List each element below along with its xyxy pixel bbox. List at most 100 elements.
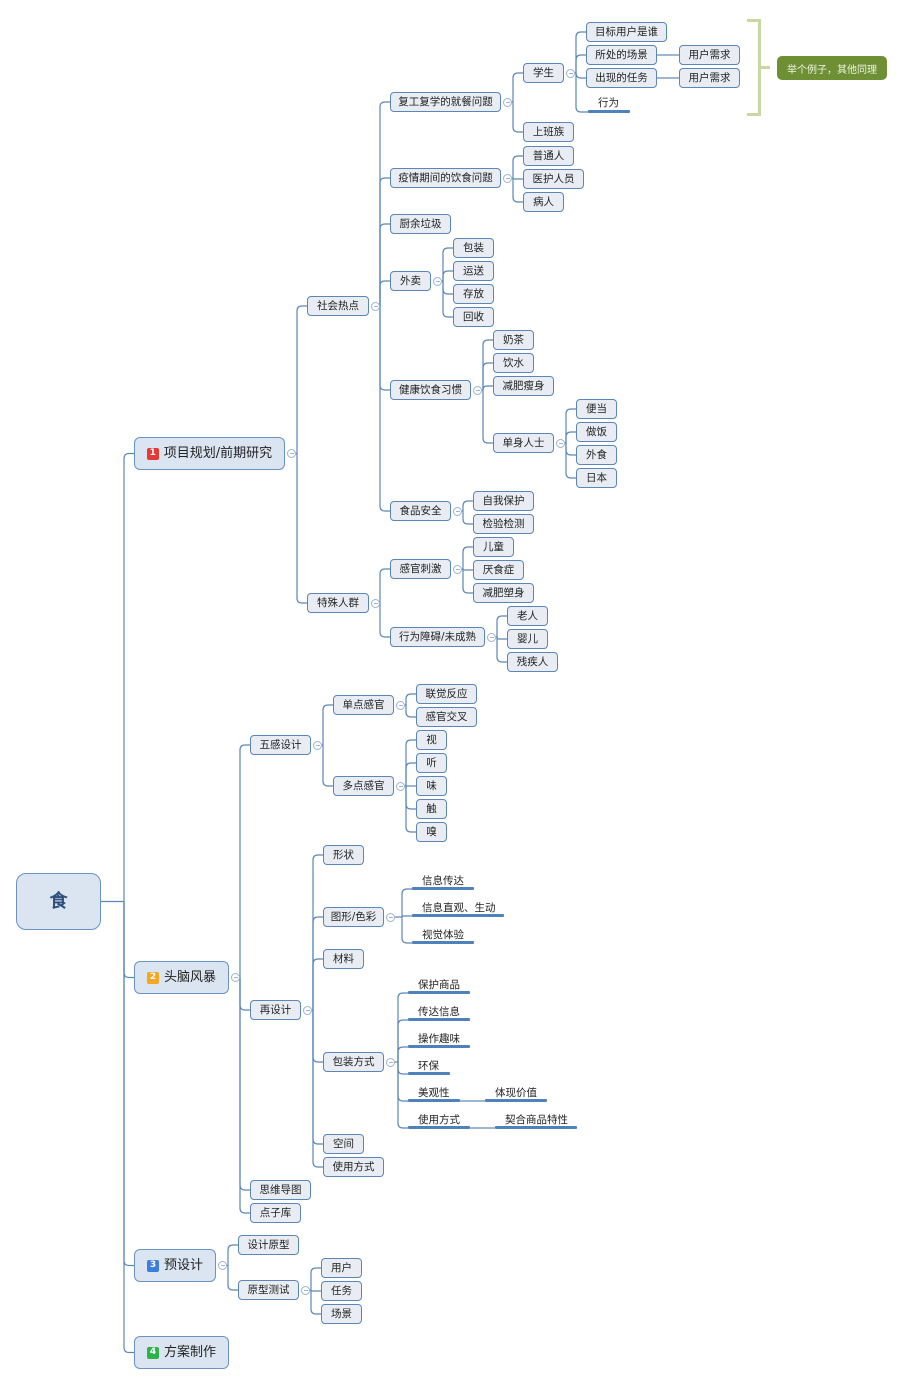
node-fit-goods[interactable]: 契合商品特性 bbox=[495, 1113, 577, 1129]
root-node[interactable]: 食 bbox=[16, 873, 101, 930]
node-info-vivid[interactable]: 信息直观、生动 bbox=[412, 901, 504, 917]
collapse-toggle-icon[interactable] bbox=[556, 438, 565, 448]
node-epidemic-diet[interactable]: 疫情期间的饮食问题 bbox=[390, 168, 501, 188]
node-space[interactable]: 空间 bbox=[323, 1134, 364, 1154]
node-food-safety[interactable]: 食品安全 bbox=[390, 501, 451, 521]
collapse-toggle-icon[interactable] bbox=[303, 1005, 312, 1015]
collapse-toggle-icon[interactable] bbox=[386, 1057, 395, 1067]
node-shape[interactable]: 形状 bbox=[323, 845, 364, 865]
collapse-toggle-icon[interactable] bbox=[566, 68, 575, 78]
node-storage[interactable]: 存放 bbox=[453, 284, 494, 304]
node-medical-staff[interactable]: 医护人员 bbox=[523, 169, 584, 189]
node-eco[interactable]: 环保 bbox=[408, 1059, 450, 1075]
collapse-toggle-icon[interactable] bbox=[433, 276, 442, 286]
node-return-dining[interactable]: 复工复学的就餐问题 bbox=[390, 92, 501, 112]
node-graphic-color[interactable]: 图形/色彩 bbox=[323, 907, 384, 927]
node-healthy-habits[interactable]: 健康饮食习惯 bbox=[390, 380, 471, 400]
node-design-prototype[interactable]: 设计原型 bbox=[238, 1235, 299, 1255]
node-visual-experience[interactable]: 视觉体验 bbox=[412, 928, 474, 944]
node-info-transmit[interactable]: 信息传达 bbox=[412, 874, 474, 890]
collapse-toggle-icon[interactable] bbox=[371, 598, 380, 608]
collapse-toggle-icon[interactable] bbox=[371, 301, 380, 311]
node-test-user[interactable]: 用户 bbox=[321, 1258, 362, 1278]
node-synesthesia[interactable]: 联觉反应 bbox=[416, 684, 477, 704]
node-prototype-testing[interactable]: 原型测试 bbox=[238, 1280, 299, 1300]
node-five-senses[interactable]: 五感设计 bbox=[250, 735, 311, 755]
node-idea-bank[interactable]: 点子库 bbox=[250, 1203, 301, 1223]
node-cooking[interactable]: 做饭 bbox=[576, 422, 617, 442]
node-packaging[interactable]: 包装 bbox=[453, 238, 494, 258]
collapse-toggle-icon[interactable] bbox=[313, 740, 322, 750]
node-delivery[interactable]: 运送 bbox=[453, 261, 494, 281]
collapse-toggle-icon[interactable] bbox=[301, 1285, 310, 1295]
node-aesthetics[interactable]: 美观性 bbox=[408, 1086, 460, 1102]
collapse-toggle-icon[interactable] bbox=[453, 506, 462, 516]
node-recycle[interactable]: 回收 bbox=[453, 307, 494, 327]
collapse-toggle-icon[interactable] bbox=[453, 564, 462, 574]
collapse-toggle-icon[interactable] bbox=[218, 1261, 227, 1270]
node-user-need[interactable]: 用户需求 bbox=[679, 45, 740, 65]
node-special-groups[interactable]: 特殊人群 bbox=[307, 593, 369, 613]
node-student[interactable]: 学生 bbox=[523, 63, 564, 83]
node-bento[interactable]: 便当 bbox=[576, 399, 617, 419]
node-taste[interactable]: 味 bbox=[416, 776, 447, 796]
node-usage[interactable]: 使用方式 bbox=[323, 1157, 384, 1177]
collapse-toggle-icon[interactable] bbox=[386, 912, 395, 922]
node-hearing[interactable]: 听 bbox=[416, 753, 447, 773]
node-sense-crossing[interactable]: 感官交叉 bbox=[416, 707, 477, 727]
node-convey-info[interactable]: 传达信息 bbox=[408, 1005, 470, 1021]
node-touch[interactable]: 触 bbox=[416, 799, 447, 819]
node-inspection[interactable]: 检验检测 bbox=[473, 514, 534, 534]
node-user-need[interactable]: 用户需求 bbox=[679, 68, 740, 88]
node-target-user[interactable]: 目标用户是谁 bbox=[586, 22, 667, 42]
collapse-toggle-icon[interactable] bbox=[503, 173, 512, 183]
node-kitchen-waste[interactable]: 厨余垃圾 bbox=[390, 214, 451, 234]
node-singles[interactable]: 单身人士 bbox=[493, 433, 554, 453]
node-patient[interactable]: 病人 bbox=[523, 192, 564, 212]
node-elderly[interactable]: 老人 bbox=[507, 606, 548, 626]
node-social-hotspot[interactable]: 社会热点 bbox=[307, 296, 369, 316]
node-smell[interactable]: 嗅 bbox=[416, 822, 447, 842]
node-infant[interactable]: 婴儿 bbox=[507, 629, 548, 649]
node-takeout[interactable]: 外卖 bbox=[390, 271, 431, 291]
node-test-scene[interactable]: 场景 bbox=[321, 1304, 362, 1324]
node-ordinary-people[interactable]: 普通人 bbox=[523, 146, 574, 166]
node-reflect-value[interactable]: 体现价值 bbox=[485, 1086, 547, 1102]
node-redesign[interactable]: 再设计 bbox=[250, 1000, 301, 1020]
node-sight[interactable]: 视 bbox=[416, 730, 447, 750]
node-weight-loss[interactable]: 减肥瘦身 bbox=[493, 376, 554, 396]
node-scene[interactable]: 所处的场景 bbox=[586, 45, 657, 65]
node-anorexia[interactable]: 厌食症 bbox=[473, 560, 524, 580]
collapse-toggle-icon[interactable] bbox=[473, 385, 482, 395]
node-disabled[interactable]: 残疾人 bbox=[507, 652, 558, 672]
collapse-toggle-icon[interactable] bbox=[487, 632, 496, 642]
collapse-toggle-icon[interactable] bbox=[396, 781, 405, 791]
node-multi-sense[interactable]: 多点感官 bbox=[333, 776, 394, 796]
node-task[interactable]: 出现的任务 bbox=[586, 68, 657, 88]
node-packaging-method[interactable]: 包装方式 bbox=[323, 1052, 384, 1072]
node-japan[interactable]: 日本 bbox=[576, 468, 617, 488]
node-mind-map[interactable]: 思维导图 bbox=[250, 1180, 311, 1200]
node-body-shaping[interactable]: 减肥塑身 bbox=[473, 583, 534, 603]
node-behavior[interactable]: 行为 bbox=[588, 95, 630, 113]
collapse-toggle-icon[interactable] bbox=[287, 449, 296, 458]
node-sensory-stimulation[interactable]: 感官刺激 bbox=[390, 559, 451, 579]
collapse-toggle-icon[interactable] bbox=[503, 97, 512, 107]
node-children[interactable]: 儿童 bbox=[473, 537, 514, 557]
node-test-task[interactable]: 任务 bbox=[321, 1281, 362, 1301]
collapse-toggle-icon[interactable] bbox=[396, 700, 405, 710]
node-eating-out[interactable]: 外食 bbox=[576, 445, 617, 465]
node-material[interactable]: 材料 bbox=[323, 949, 364, 969]
node-milk-tea[interactable]: 奶茶 bbox=[493, 330, 534, 350]
node-fun-operation[interactable]: 操作趣味 bbox=[408, 1032, 470, 1048]
collapse-toggle-icon[interactable] bbox=[231, 973, 240, 982]
node-protect-goods[interactable]: 保护商品 bbox=[408, 978, 470, 994]
node-drinking-water[interactable]: 饮水 bbox=[493, 353, 534, 373]
node-behavior-disorder[interactable]: 行为障碍/未成熟 bbox=[390, 627, 485, 647]
summary-note[interactable]: 举个例子，其他同理 bbox=[777, 56, 887, 80]
node-single-sense[interactable]: 单点感官 bbox=[333, 695, 394, 715]
